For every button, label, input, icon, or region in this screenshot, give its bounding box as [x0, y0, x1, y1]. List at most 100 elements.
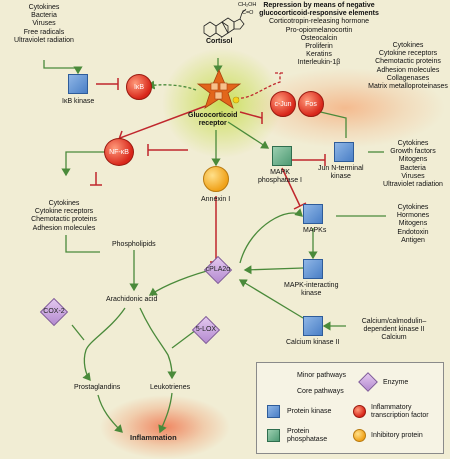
legend-protein-phosphatase-swatch: [267, 429, 280, 442]
jnk-input: Bacteria: [400, 164, 426, 172]
legend-protein-phosphatase-line1: Protein: [287, 428, 310, 435]
mapk-input-list: Cytokines Hormones Mitogens Endotoxin An…: [382, 204, 444, 245]
jnk-input: Cytokines: [397, 140, 429, 147]
nfkb-node: NF-κB: [104, 138, 134, 166]
repression-item: Corticotropin-releasing hormone: [269, 18, 369, 26]
ap1-target: Chemotactic proteins: [375, 58, 441, 66]
leukotrienes-label: Leukotrienes: [150, 384, 191, 391]
glucocorticoid-receptor-icon: [196, 68, 242, 109]
mapk-interacting-kinase-node: [303, 259, 323, 279]
arachidonic-acid-label: Arachidonic acid: [106, 296, 158, 303]
mapk-input: Hormones: [396, 212, 430, 220]
cortisol-label: Cortisol: [206, 38, 233, 45]
cortisol-formula-top: CH₂OH: [238, 2, 257, 8]
phospholipids-label: Phospholipids: [112, 241, 156, 248]
repression-block: Repression by means of negative glucocor…: [258, 2, 380, 68]
inflammation-label: Inflammation: [130, 433, 177, 442]
legend-core-label: Core pathways: [297, 388, 344, 395]
nfkb-label: NF-κB: [109, 148, 129, 156]
cortisol-formula-mid: C=O: [242, 10, 254, 16]
ap1-target: Adhesion molecules: [376, 66, 440, 74]
jnk-input: Growth factors: [390, 148, 436, 156]
legend-protein-kinase-swatch: [267, 405, 280, 418]
fos-node: Fos: [298, 91, 324, 117]
jnk-input: Mitogens: [398, 156, 428, 164]
mapk-ik-label-line1: MAPK-interacting: [284, 282, 339, 289]
nfkb-target: Chemotactic proteins: [31, 216, 97, 224]
annexin-node: [203, 166, 229, 192]
calcium-input: Calcium: [381, 334, 407, 342]
stress-input: Free radicals: [23, 28, 65, 36]
cjun-label: c-Jun: [274, 100, 292, 108]
jnk-input: Viruses: [401, 172, 425, 180]
legend-enzyme-label: Enzyme: [383, 379, 409, 386]
repression-item: Proliferin: [305, 43, 333, 51]
ap1-target-list: Cytokines Cytokine receptors Chemotactic…: [368, 42, 448, 91]
stress-input-list: Cytokines Bacteria Viruses Free radicals…: [6, 4, 82, 45]
ap1-target: Cytokines: [392, 42, 424, 49]
repression-title: Repression by means of negative: [263, 2, 375, 9]
repression-title: glucocorticoid-responsive elements: [259, 10, 379, 18]
stress-input: Viruses: [32, 20, 56, 28]
ap1-target: Matrix metalloproteinases: [368, 83, 448, 91]
legend-inflammatory-tf-line2: transcription factor: [371, 412, 429, 420]
jnk-label-line1: Jun N-terminal: [318, 165, 364, 172]
fos-label: Fos: [305, 100, 317, 108]
stress-input: Bacteria: [31, 12, 57, 20]
nfkb-target-list: Cytokines Cytokine receptors Chemotactic…: [14, 200, 114, 233]
ikb-label: IκB: [133, 83, 145, 91]
calcium-input: dependent kinase II: [363, 326, 425, 334]
legend-inflammatory-tf-swatch: [353, 405, 366, 418]
receptor-label: Glucocorticoid receptor: [188, 112, 237, 128]
mapk-input: Cytokines: [397, 204, 429, 211]
jnk-input-list: Cytokines Growth factors Mitogens Bacter…: [376, 140, 450, 189]
legend-protein-phosphatase-label: Protein phosphatase: [287, 428, 327, 444]
receptor-label-line1: Glucocorticoid: [188, 112, 238, 119]
ikb-kinase-node: [68, 74, 88, 94]
repression-item: Interleukin-1β: [297, 59, 341, 67]
mapk-input: Endotoxin: [397, 228, 429, 236]
jnk-input: Ultraviolet radiation: [383, 181, 443, 189]
calcium-kinase-ii-node: [303, 316, 323, 336]
nfkb-target: Adhesion molecules: [32, 224, 96, 232]
mapk-phosphatase-label: MAPK phosphatase I: [258, 169, 302, 185]
repression-item: Keratins: [306, 51, 332, 59]
receptor-label-line2: receptor: [198, 120, 227, 128]
mapk-phosphatase-label-line2: phosphatase I: [258, 177, 302, 185]
cortisol-structure-icon: [203, 8, 247, 38]
legend: Minor pathways Core pathways Enzyme Prot…: [256, 362, 444, 454]
legend-inflammatory-tf-label: Inflammatory transcription factor: [371, 404, 429, 420]
cjun-node: c-Jun: [270, 91, 296, 117]
mapk-phosphatase-node: [272, 146, 292, 166]
legend-inhibitory-protein-label: Inhibitory protein: [371, 432, 423, 439]
jnk-label: Jun N-terminal kinase: [318, 165, 364, 181]
stress-input: Ultraviolet radiation: [14, 36, 74, 44]
cpla2-label: cPLA2α: [205, 266, 231, 273]
calcium-input-list: Calcium/calmodulin– dependent kinase II …: [342, 318, 446, 343]
jun-n-terminal-kinase-node: [334, 142, 354, 162]
legend-inhibitory-protein-swatch: [353, 429, 366, 442]
mapk-ik-label: MAPK-interacting kinase: [284, 282, 338, 298]
prostaglandins-label: Prostaglandins: [74, 384, 121, 391]
repression-item: Pro-opiomelanocortin: [285, 26, 353, 34]
5-lox-label: 5-LOX: [195, 326, 217, 333]
nfkb-target: Cytokines: [48, 200, 80, 207]
jnk-label-line2: kinase: [330, 173, 351, 181]
mapk-phosphatase-label-line1: MAPK: [270, 169, 290, 176]
legend-inflammatory-tf-line1: Inflammatory: [371, 404, 412, 411]
legend-protein-kinase-label: Protein kinase: [287, 408, 332, 415]
annexin-label: Annexin I: [201, 196, 231, 203]
calcium-input: Calcium/calmodulin–: [361, 318, 427, 325]
mapks-label: MAPKs: [303, 227, 327, 234]
mapk-input: Mitogens: [398, 220, 428, 228]
ikb-node: IκB: [126, 74, 152, 100]
cox2-label: COX-2: [43, 308, 65, 315]
repression-item: Osteocalcin: [300, 34, 338, 42]
legend-protein-phosphatase-line2: phosphatase: [287, 436, 328, 444]
ap1-target: Cytokine receptors: [378, 50, 438, 58]
mapk-ik-label-line2: kinase: [301, 290, 322, 298]
ikb-kinase-label: IκB kinase: [62, 98, 95, 105]
mapk-input: Antigen: [401, 236, 425, 244]
legend-minor-label: Minor pathways: [297, 372, 347, 379]
